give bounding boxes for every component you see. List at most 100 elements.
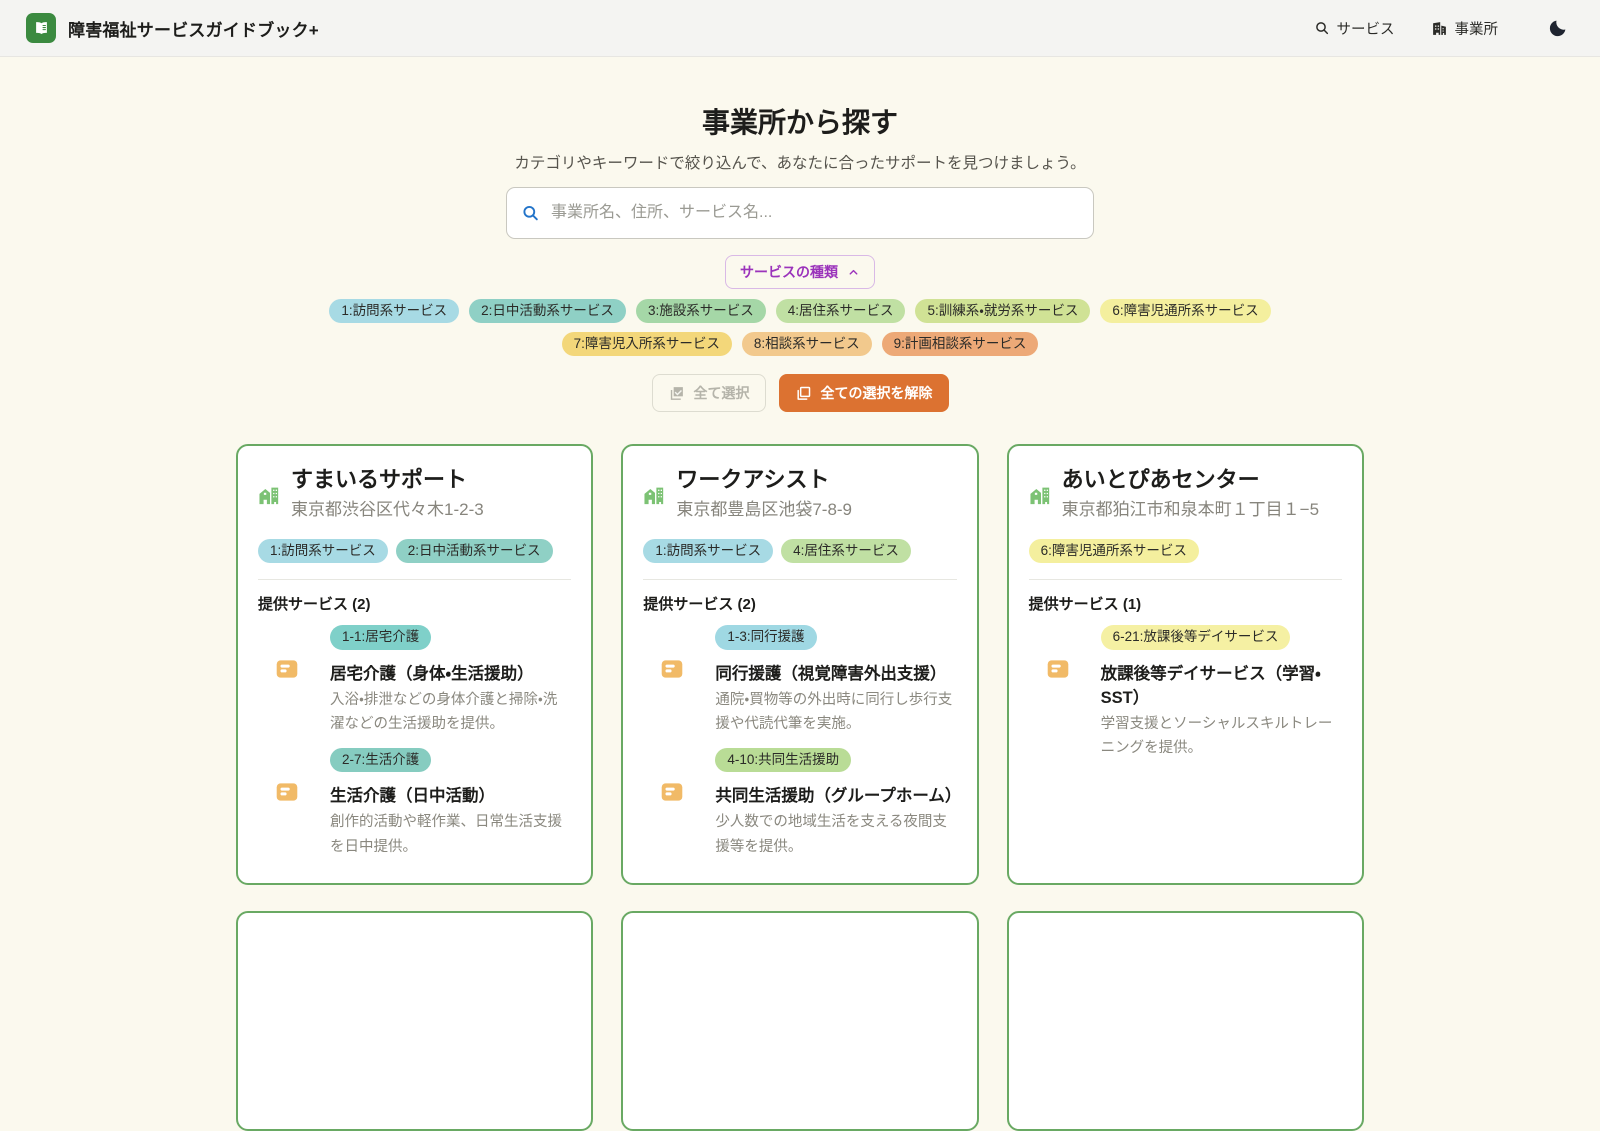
card-category-chip: 4:居住系サービス [781, 539, 911, 564]
service-title: 共同生活援助（グループホーム） [715, 787, 962, 806]
service-item: 1-3:同行援護同行援護（視覚障害外出支援） 通院・買物等の外出時に同行し歩行支援… [643, 625, 956, 736]
establishment-address: 東京都渋谷区代々木1-2-3 [291, 499, 484, 519]
cards-grid-row2 [236, 911, 1364, 1131]
clear-selection-label: 全ての選択を解除 [820, 385, 933, 402]
services-list: 6-21:放課後等デイサービス放課後等デイサービス（学習・SST） 学習支援とソー… [1029, 625, 1342, 760]
services-count-label: 提供サービス (2) [258, 596, 371, 614]
establishment-card[interactable]: すまいるサポート東京都渋谷区代々木1-2-3 1:訪問系サービス 2:日中活動系サー… [236, 444, 594, 886]
establishment-card-partial[interactable] [621, 911, 979, 1131]
filter-actions: 全て選択 全ての選択を解除 [0, 374, 1600, 413]
select-all-icon [668, 385, 685, 402]
card-category-chips: 1:訪問系サービス 2:日中活動系サービス [258, 539, 571, 564]
services-count-label: 提供サービス (2) [643, 596, 756, 614]
home-work-icon [643, 484, 665, 506]
cards-grid: すまいるサポート東京都渋谷区代々木1-2-3 1:訪問系サービス 2:日中活動系サー… [236, 444, 1364, 886]
service-title: 同行援護（視覚障害外出支援） [715, 664, 947, 683]
services-list: 1-3:同行援護同行援護（視覚障害外出支援） 通院・買物等の外出時に同行し歩行支援… [643, 625, 962, 859]
service-title: 放課後等デイサービス（学習・SST） [1100, 664, 1321, 707]
establishment-name: すまいるサポート [291, 467, 468, 493]
establishment-card[interactable]: あいとぴあセンター東京都狛江市和泉本町１丁目１−5 6:障害児通所系サービス提供サ… [1006, 444, 1364, 886]
service-item: 6-21:放課後等デイサービス放課後等デイサービス（学習・SST） 学習支援とソー… [1029, 625, 1342, 760]
card-category-chip: 1:訪問系サービス [643, 539, 774, 564]
card-category-chip: 6:障害児通所系サービス [1028, 539, 1199, 564]
service-title: 居宅介護（身体・生活援助） [330, 664, 534, 683]
book-logo-icon [26, 13, 56, 43]
service-code-chip: 1-3:同行援護 [715, 625, 817, 650]
establishment-address: 東京都豊島区池袋7-8-9 [676, 499, 853, 519]
service-category-chip[interactable]: 4:居住系サービス [775, 299, 906, 324]
service-category-chip[interactable]: 9:計画相談系サービス [881, 332, 1039, 357]
service-code-chip: 1-1:居宅介護 [330, 625, 432, 650]
service-category-chip[interactable]: 7:障害児入所系サービス [561, 332, 732, 357]
service-card-icon [1045, 656, 1071, 760]
service-title: 生活介護（日中活動） [330, 787, 495, 806]
hero-section: 事業所から探す カテゴリやキーワードで絞り込んで、あなたに合ったサポートを見つけ… [0, 57, 1600, 413]
card-category-chip: 2:日中活動系サービス [395, 539, 553, 564]
home-work-icon [258, 484, 280, 506]
establishment-card-partial[interactable] [236, 911, 594, 1131]
service-description: 学習支援とソーシャルスキルトレーニングを提供。 [1100, 715, 1333, 757]
establishment-card[interactable]: ワークアシスト東京都豊島区池袋7-8-9 1:訪問系サービス 4:居住系サービス提供… [621, 444, 979, 886]
building-icon [1431, 20, 1448, 37]
clear-selection-button[interactable]: 全ての選択を解除 [778, 374, 949, 413]
establishment-name: ワークアシスト [676, 467, 830, 493]
service-item: 1-1:居宅介護居宅介護（身体・生活援助） 入浴・排泄などの身体介護と掃除・洗濯な… [258, 625, 571, 736]
service-code-chip: 6-21:放課後等デイサービス [1100, 625, 1291, 650]
category-chips: 1:訪問系サービス 2:日中活動系サービス 3:施設系サービス 4:居住系サービス 5:… [270, 299, 1330, 357]
select-all-label: 全て選択 [693, 385, 750, 402]
card-header: ワークアシスト東京都豊島区池袋7-8-9 [643, 466, 956, 523]
card-category-chips: 1:訪問系サービス 4:居住系サービス [643, 539, 956, 564]
app-title: 障害福祉サービスガイドブック+ [68, 20, 319, 40]
card-divider [258, 579, 572, 581]
page-title: 事業所から探す [701, 107, 898, 138]
establishment-address: 東京都狛江市和泉本町１丁目１−5 [1061, 499, 1320, 519]
search-icon [1314, 20, 1330, 36]
service-card-icon [659, 656, 685, 736]
top-bar: 障害福祉サービスガイドブック+ サービス 事業所 [0, 0, 1600, 57]
card-divider [1028, 579, 1342, 581]
page-subtitle: カテゴリやキーワードで絞り込んで、あなたに合ったサポートを見つけましょう。 [514, 155, 1086, 172]
service-card-icon [659, 779, 685, 859]
card-category-chip: 1:訪問系サービス [258, 539, 388, 564]
top-nav: サービス 事業所 [1314, 11, 1575, 45]
service-item: 2-7:生活介護生活介護（日中活動） 創作的活動や軽作業、日常生活支援を日中提供。 [258, 747, 571, 859]
card-header: あいとぴあセンター東京都狛江市和泉本町１丁目１−5 [1029, 466, 1342, 523]
service-card-icon [274, 656, 300, 736]
brand-home-link[interactable]: 障害福祉サービスガイドブック+ [26, 13, 319, 43]
select-all-button[interactable]: 全て選択 [651, 374, 766, 413]
service-item: 4-10:共同生活援助共同生活援助（グループホーム）少人数での地域生活を支える夜… [643, 747, 962, 859]
service-code-chip: 2-7:生活介護 [330, 747, 432, 773]
services-count-label: 提供サービス (1) [1028, 596, 1142, 614]
service-type-toggle[interactable]: サービスの種類 [725, 255, 875, 289]
service-card-icon [274, 779, 300, 859]
establishment-name: あいとぴあセンター [1061, 467, 1260, 493]
service-description: 通院・買物等の外出時に同行し歩行支援や代読代筆を実施。 [715, 691, 953, 733]
nav-services-label: サービス [1336, 21, 1395, 38]
service-category-chip[interactable]: 8:相談系サービス [741, 332, 872, 357]
service-category-chip[interactable]: 1:訪問系サービス [329, 299, 460, 324]
services-list: 1-1:居宅介護居宅介護（身体・生活援助） 入浴・排泄などの身体介護と掃除・洗濯な… [258, 625, 571, 859]
nav-establishments-link[interactable]: 事業所 [1431, 18, 1499, 39]
service-description: 入浴・排泄などの身体介護と掃除・洗濯などの生活援助を提供。 [330, 691, 558, 733]
chevron-up-icon [847, 266, 860, 279]
nav-services-link[interactable]: サービス [1314, 18, 1395, 39]
search-input-icon [521, 204, 540, 223]
moon-icon [1547, 18, 1568, 39]
search-box [506, 187, 1094, 239]
card-divider [643, 579, 957, 581]
card-header: すまいるサポート東京都渋谷区代々木1-2-3 [258, 466, 571, 523]
establishment-card-partial[interactable] [1006, 911, 1364, 1131]
service-description: 創作的活動や軽作業、日常生活支援を日中提供。 [330, 814, 562, 855]
dark-mode-toggle[interactable] [1540, 11, 1574, 45]
service-category-chip[interactable]: 6:障害児通所系サービス [1100, 299, 1271, 324]
service-description: 少人数での地域生活を支える夜間支援等を提供。 [715, 814, 947, 855]
results-area: すまいるサポート東京都渋谷区代々木1-2-3 1:訪問系サービス 2:日中活動系サー… [0, 444, 1600, 1131]
service-category-chip[interactable]: 3:施設系サービス [635, 299, 766, 324]
card-category-chips: 6:障害児通所系サービス [1028, 539, 1342, 564]
home-work-icon [1029, 484, 1051, 506]
service-type-toggle-label: サービスの種類 [740, 264, 838, 280]
service-category-chip[interactable]: 5:訓練系・就労系サービス [915, 299, 1091, 324]
search-input[interactable] [506, 187, 1094, 239]
service-category-chip[interactable]: 2:日中活動系サービス [469, 299, 626, 324]
nav-establishments-label: 事業所 [1454, 21, 1499, 38]
